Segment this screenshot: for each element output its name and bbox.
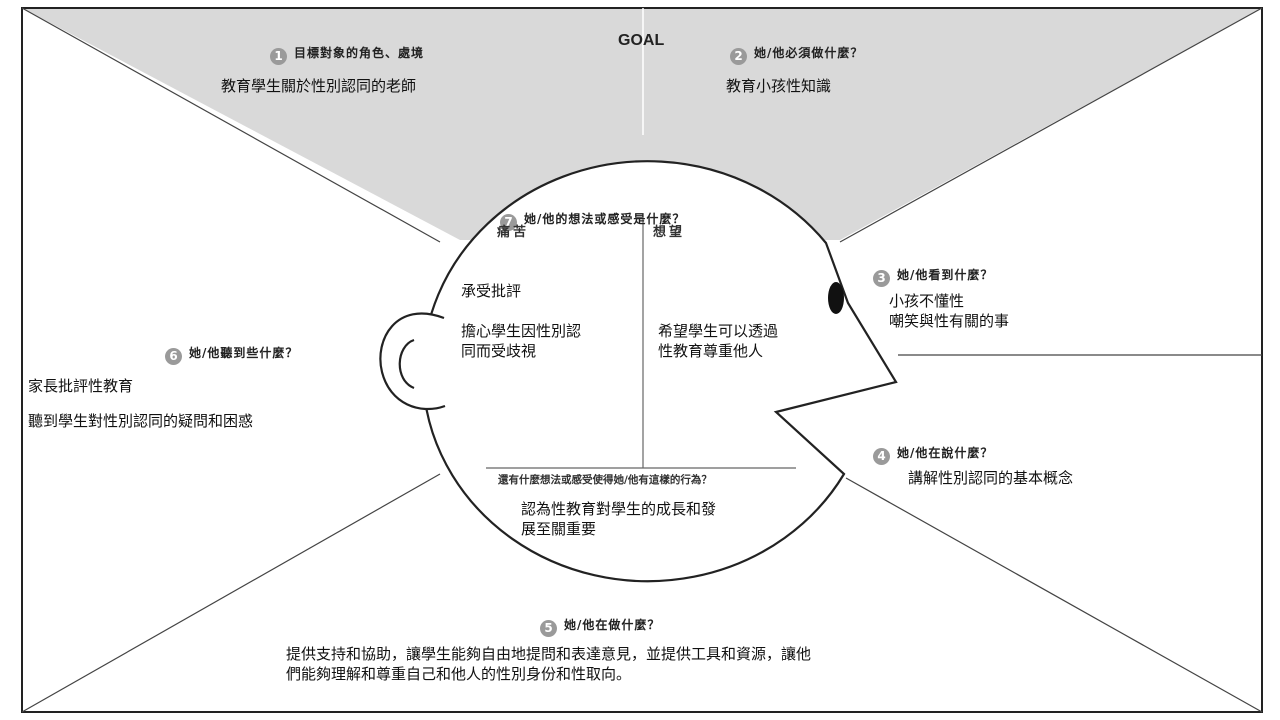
section-6-number-badge: 6: [165, 347, 182, 365]
section-6-header: 6 她/他聽到些什麼？: [165, 330, 298, 365]
section-7-header: 7 她/他的想法或感受是什麼？: [500, 196, 685, 231]
section-3-number-badge: 3: [873, 269, 890, 287]
other-feelings-answer: 認為性教育對學生的成長和發 展至關重要: [521, 500, 717, 538]
pain-item-2: 擔心學生因性別認 同而受歧視: [461, 322, 582, 360]
section-1-header: 1 目標對象的角色、處境: [270, 30, 424, 65]
section-3-header: 3 她/他看到什麼？: [873, 252, 993, 287]
section-2-header: 2 她/他必須做什麼？: [730, 30, 863, 65]
diagonal-top-right: [839, 7, 1263, 243]
section-7-number-badge: 7: [500, 213, 517, 231]
section-6-body-2: 聽到學生對性別認同的疑問和困惑: [28, 412, 254, 430]
section-1-title: 目標對象的角色、處境: [294, 45, 425, 60]
diagonal-bottom-right: [845, 477, 1263, 713]
eye: [828, 282, 844, 314]
section-2-number-badge: 2: [730, 47, 747, 65]
section-2-title: 她/他必須做什麼？: [754, 45, 864, 60]
section-5-body: 提供支持和協助，讓學生能夠自由地提問和表達意見，並提供工具和資源，讓他 們能夠理…: [286, 645, 812, 683]
section-6-body-1: 家長批評性教育: [28, 377, 134, 395]
section-5-header: 5 她/他在做什麼？: [540, 602, 660, 637]
section-4-header: 4 她/他在說什麼？: [873, 430, 993, 465]
want-item-1: 希望學生可以透過 性教育尊重他人: [658, 322, 779, 360]
diagonal-top-left: [21, 7, 441, 243]
ear-inner: [398, 338, 415, 390]
pain-label: 痛苦: [497, 225, 530, 240]
outer-frame: [21, 7, 1263, 713]
diagonal-bottom-left: [21, 473, 441, 713]
goal-area: [22, 8, 1262, 240]
section-4-title: 她/他在說什麼？: [897, 445, 994, 460]
section-3-body: 小孩不懂性 嘲笑與性有關的事: [889, 292, 1010, 330]
want-label: 想望: [653, 225, 686, 240]
ear-outline: [379, 312, 446, 411]
section-4-number-badge: 4: [873, 447, 890, 465]
section-6-title: 她/他聽到些什麼？: [189, 345, 299, 360]
section-5-number-badge: 5: [540, 619, 557, 637]
other-feelings-question: 還有什麼想法或感受使得她/他有這樣的行為？: [498, 474, 712, 486]
pain-item-1: 承受批評: [461, 282, 522, 300]
section-3-title: 她/他看到什麼？: [897, 267, 994, 282]
section-7-title: 她/他的想法或感受是什麼？: [524, 211, 686, 226]
goal-label: GOAL: [618, 32, 665, 49]
section-4-body: 講解性別認同的基本概念: [908, 469, 1074, 487]
section-1-number-badge: 1: [270, 47, 287, 65]
section-1-body: 教育學生關於性別認同的老師: [221, 77, 417, 95]
section-5-title: 她/他在做什麼？: [564, 617, 661, 632]
section-2-body: 教育小孩性知識: [726, 77, 832, 95]
